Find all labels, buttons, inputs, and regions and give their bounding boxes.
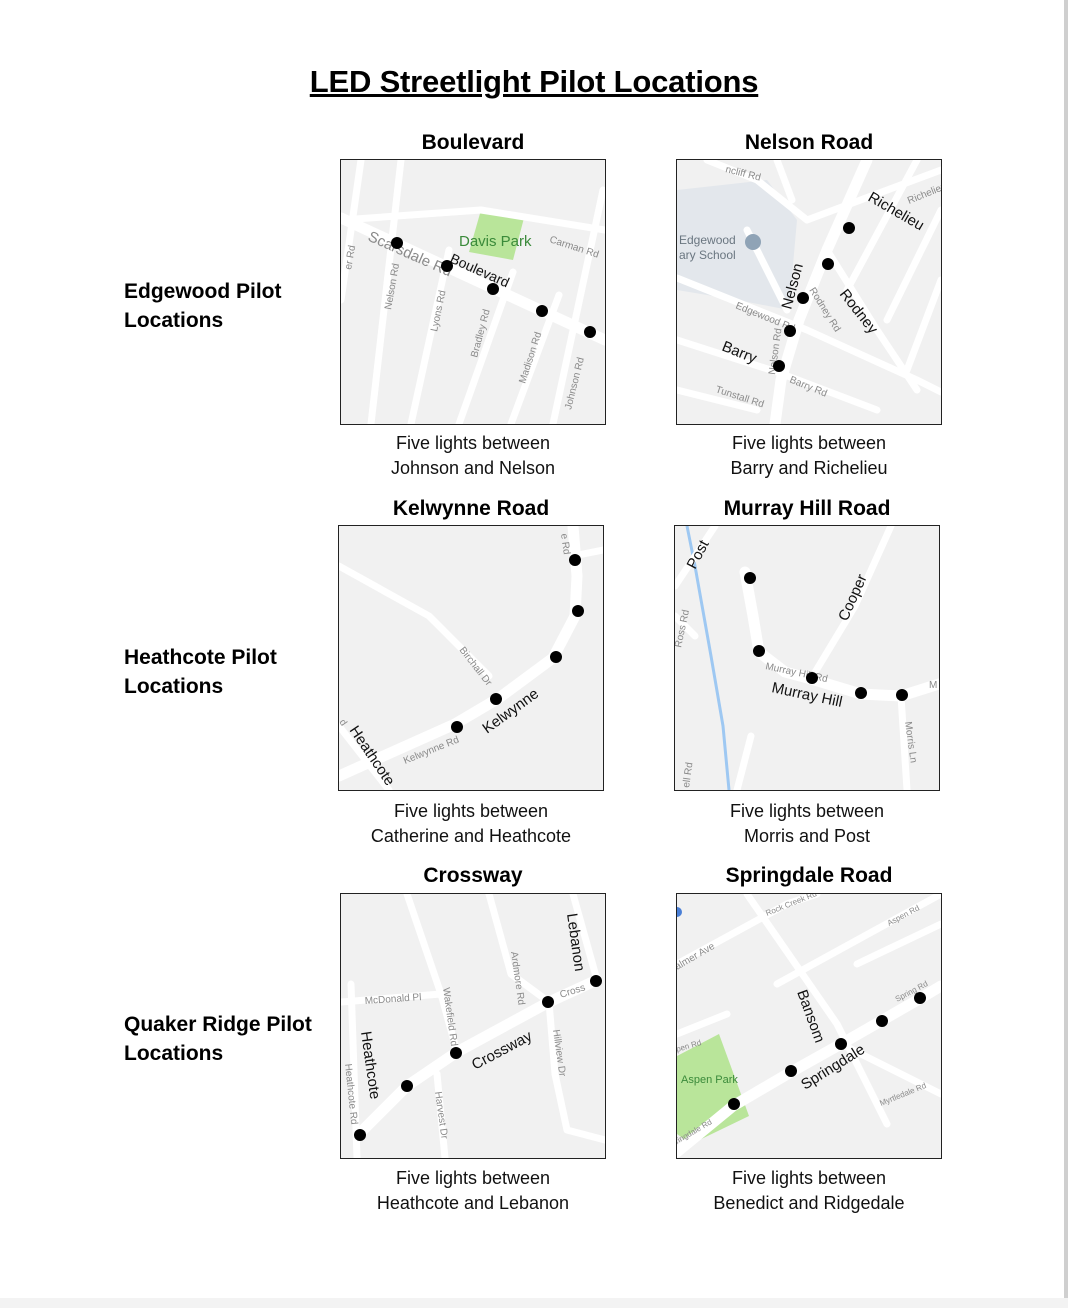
row-label-line2: Locations [124, 675, 224, 698]
caption-springdale: Five lights between Benedict and Ridgeda… [676, 1166, 942, 1216]
caption-line2: Morris and Post [743, 826, 871, 846]
map-nelson-road[interactable]: Edgewood ary School ncliff Rd Richelieu … [676, 159, 942, 425]
label-school-line2: ary School [679, 248, 736, 262]
light-marker[interactable] [487, 283, 499, 295]
school-pin-icon [745, 234, 761, 250]
light-marker[interactable] [785, 1065, 797, 1077]
light-marker[interactable] [744, 572, 756, 584]
label-davis-park: Davis Park [459, 233, 532, 250]
light-marker[interactable] [451, 721, 463, 733]
caption-line2: Johnson and Nelson [390, 458, 556, 478]
caption-line1: Five lights between [395, 433, 551, 453]
label-right-edge: M [929, 680, 937, 691]
caption-crossway: Five lights between Heathcote and Lebano… [340, 1166, 606, 1216]
page-bottom-strip [0, 1298, 1068, 1308]
label-school-line1: Edgewood [679, 233, 736, 247]
caption-line2: Barry and Richelieu [730, 458, 888, 478]
page-edge [1064, 0, 1068, 1308]
map-kelwynne-road[interactable]: e Rd Birchall Dr Kelwynne Rd d Kelwynne … [338, 525, 604, 791]
caption-line1: Five lights between [393, 801, 549, 821]
map-title-nelson: Nelson Road [744, 131, 874, 154]
caption-murray: Five lights between Morris and Post [674, 799, 940, 849]
light-marker[interactable] [773, 360, 785, 372]
light-marker[interactable] [354, 1129, 366, 1141]
park-area [677, 1034, 749, 1144]
map-title-boulevard: Boulevard [421, 131, 525, 154]
row-label-quaker-ridge: Quaker Ridge Pilot Locations [124, 1010, 334, 1068]
row-label-line1: Quaker Ridge Pilot [124, 1013, 312, 1036]
caption-line1: Five lights between [731, 433, 887, 453]
stream-line [685, 526, 731, 790]
caption-boulevard: Five lights between Johnson and Nelson [340, 431, 606, 481]
label-mcdonald-pl: McDonald Pl [364, 992, 421, 1007]
row-label-line1: Edgewood Pilot [124, 280, 282, 303]
label-bottom-left-rd: ell Rd [681, 762, 695, 789]
light-marker[interactable] [590, 975, 602, 987]
light-marker[interactable] [490, 693, 502, 705]
map-pin-icon [677, 907, 682, 917]
caption-line2: Benedict and Ridgedale [713, 1193, 905, 1213]
light-marker[interactable] [569, 554, 581, 566]
light-marker[interactable] [896, 689, 908, 701]
light-marker[interactable] [728, 1098, 740, 1110]
light-marker[interactable] [876, 1015, 888, 1027]
map-crossway[interactable]: Lebanon Cross McDonald Pl Wakefield Rd A… [340, 893, 606, 1159]
caption-kelwynne: Five lights between Catherine and Heathc… [338, 799, 604, 849]
page-title: LED Streetlight Pilot Locations [309, 64, 759, 99]
light-marker[interactable] [784, 325, 796, 337]
light-marker[interactable] [401, 1080, 413, 1092]
caption-nelson: Five lights between Barry and Richelieu [676, 431, 942, 481]
light-marker[interactable] [536, 305, 548, 317]
light-marker[interactable] [441, 260, 453, 272]
label-top-rd: e Rd [558, 533, 572, 555]
label-left-edge-rd: er Rd [343, 245, 358, 271]
light-marker[interactable] [542, 996, 554, 1008]
map-title-murray: Murray Hill Road [723, 497, 891, 520]
map-springdale-road[interactable]: Rock Creek Rd Aspen Rd almer Ave pen Rd … [676, 893, 942, 1159]
map-boulevard[interactable]: Nelson Rd Lyons Rd Bradley Rd Madison Rd… [340, 159, 606, 425]
map-title-springdale: Springdale Road [725, 864, 893, 887]
light-marker[interactable] [806, 672, 818, 684]
caption-line2: Catherine and Heathcote [370, 826, 572, 846]
light-marker[interactable] [584, 326, 596, 338]
light-marker[interactable] [550, 651, 562, 663]
row-label-line1: Heathcote Pilot [124, 646, 277, 669]
map-murray-hill-road[interactable]: Post Cooper Ross Rd Murray Hill Rd Murra… [674, 525, 940, 791]
park-area [469, 210, 524, 260]
label-left-edge: d [339, 717, 349, 728]
light-marker[interactable] [822, 258, 834, 270]
label-aspen-park: Aspen Park [681, 1074, 738, 1086]
light-marker[interactable] [914, 992, 926, 1004]
map-title-kelwynne: Kelwynne Road [392, 497, 550, 520]
light-marker[interactable] [835, 1038, 847, 1050]
caption-line1: Five lights between [395, 1168, 551, 1188]
map-title-crossway: Crossway [423, 864, 523, 887]
row-label-edgewood: Edgewood Pilot Locations [124, 277, 334, 335]
light-marker[interactable] [855, 687, 867, 699]
row-label-line2: Locations [124, 1042, 224, 1065]
row-label-heathcote: Heathcote Pilot Locations [124, 643, 334, 701]
light-marker[interactable] [753, 645, 765, 657]
light-marker[interactable] [797, 292, 809, 304]
light-marker[interactable] [572, 605, 584, 617]
caption-line2: Heathcote and Lebanon [376, 1193, 570, 1213]
light-marker[interactable] [843, 222, 855, 234]
row-label-line2: Locations [124, 309, 224, 332]
light-marker[interactable] [450, 1047, 462, 1059]
light-marker[interactable] [391, 237, 403, 249]
caption-line1: Five lights between [729, 801, 885, 821]
caption-line1: Five lights between [731, 1168, 887, 1188]
